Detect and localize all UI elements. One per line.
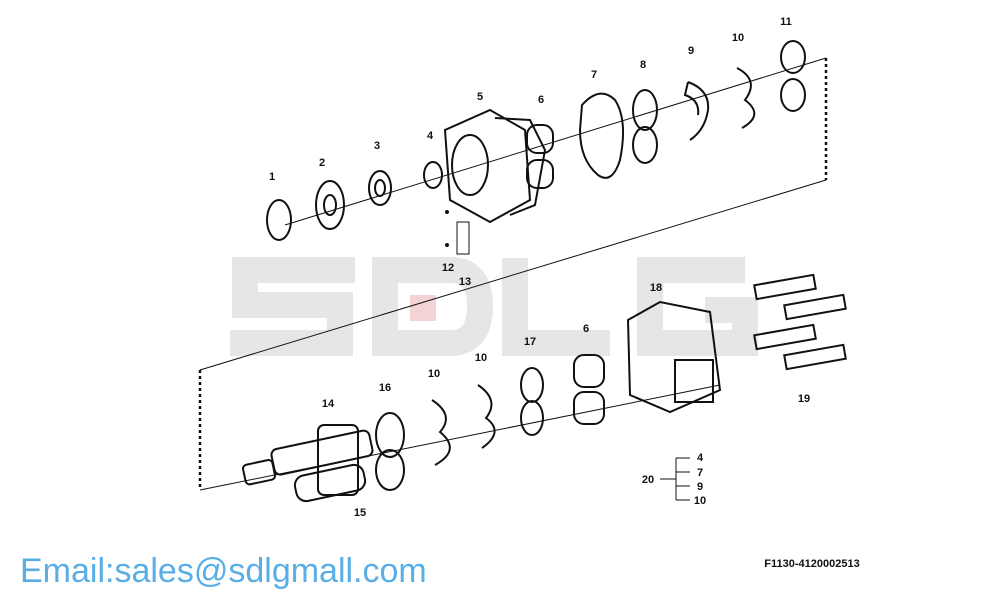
callout-12: 12 [442, 262, 454, 274]
seal-11 [780, 40, 806, 74]
kit-number: 20 [642, 474, 654, 486]
callout-6: 6 [538, 94, 544, 106]
washer-17 [520, 367, 544, 403]
sdlg-logo-watermark [230, 257, 758, 356]
assembly-axis-lines [198, 57, 828, 491]
seal-ring-10b [431, 399, 451, 466]
drive-shaft-14 [242, 459, 277, 486]
callout-18: 18 [650, 282, 662, 294]
seal-4 [423, 161, 443, 189]
backup-ring-9 [683, 81, 710, 141]
upper-parts [266, 40, 806, 255]
seal-plate-8 [632, 89, 658, 131]
callout-17: 17 [524, 336, 536, 348]
callout-16: 16 [379, 382, 391, 394]
callout-4: 4 [427, 130, 434, 142]
callout-2: 2 [319, 157, 325, 169]
callout-10c: 10 [475, 352, 487, 364]
callout-10b: 10 [428, 368, 440, 380]
pump-port [674, 359, 714, 403]
callout-15: 15 [354, 507, 366, 519]
seal-ring-10 [736, 67, 756, 129]
drawing-code: F1130-4120002513 [764, 558, 859, 570]
kit-item: 9 [697, 481, 703, 493]
callout-3: 3 [374, 140, 380, 152]
callout-14: 14 [322, 398, 335, 410]
callout-1: 1 [269, 171, 275, 183]
front-cover-5 [443, 108, 532, 224]
kit-item: 7 [697, 467, 703, 479]
pump-body-18 [626, 300, 722, 414]
callout-9: 9 [688, 45, 694, 57]
kit-item: 10 [694, 495, 706, 507]
gasket-7 [578, 92, 625, 179]
callout-8: 8 [640, 59, 646, 71]
bolts-19 [753, 273, 847, 371]
bushing-6 [526, 124, 554, 154]
callout-11: 11 [780, 16, 792, 28]
callout-5: 5 [477, 91, 483, 103]
kit-item: 4 [697, 452, 704, 464]
callout-7: 7 [591, 69, 597, 81]
kit-20-bracket: 20 4 7 9 10 [642, 452, 706, 507]
bearing-plate-16 [375, 412, 405, 458]
callout-labels: 1 2 3 4 5 6 7 8 9 10 11 12 13 14 15 16 1… [269, 16, 810, 519]
plate-13 [456, 221, 470, 255]
email-watermark: Email:sales@sdlgmall.com [20, 552, 427, 590]
callout-13: 13 [459, 276, 471, 288]
driven-gear-15 [293, 463, 367, 503]
washer-3 [368, 170, 392, 206]
callout-6b: 6 [583, 323, 589, 335]
callout-10: 10 [732, 32, 744, 44]
pin-12a [445, 210, 449, 214]
snap-ring-1 [266, 199, 292, 241]
seal-ring-10c [477, 384, 496, 449]
lower-parts [242, 273, 847, 503]
callout-19: 19 [798, 393, 810, 405]
bearing-2 [315, 180, 345, 230]
bushing-6b [573, 354, 605, 388]
